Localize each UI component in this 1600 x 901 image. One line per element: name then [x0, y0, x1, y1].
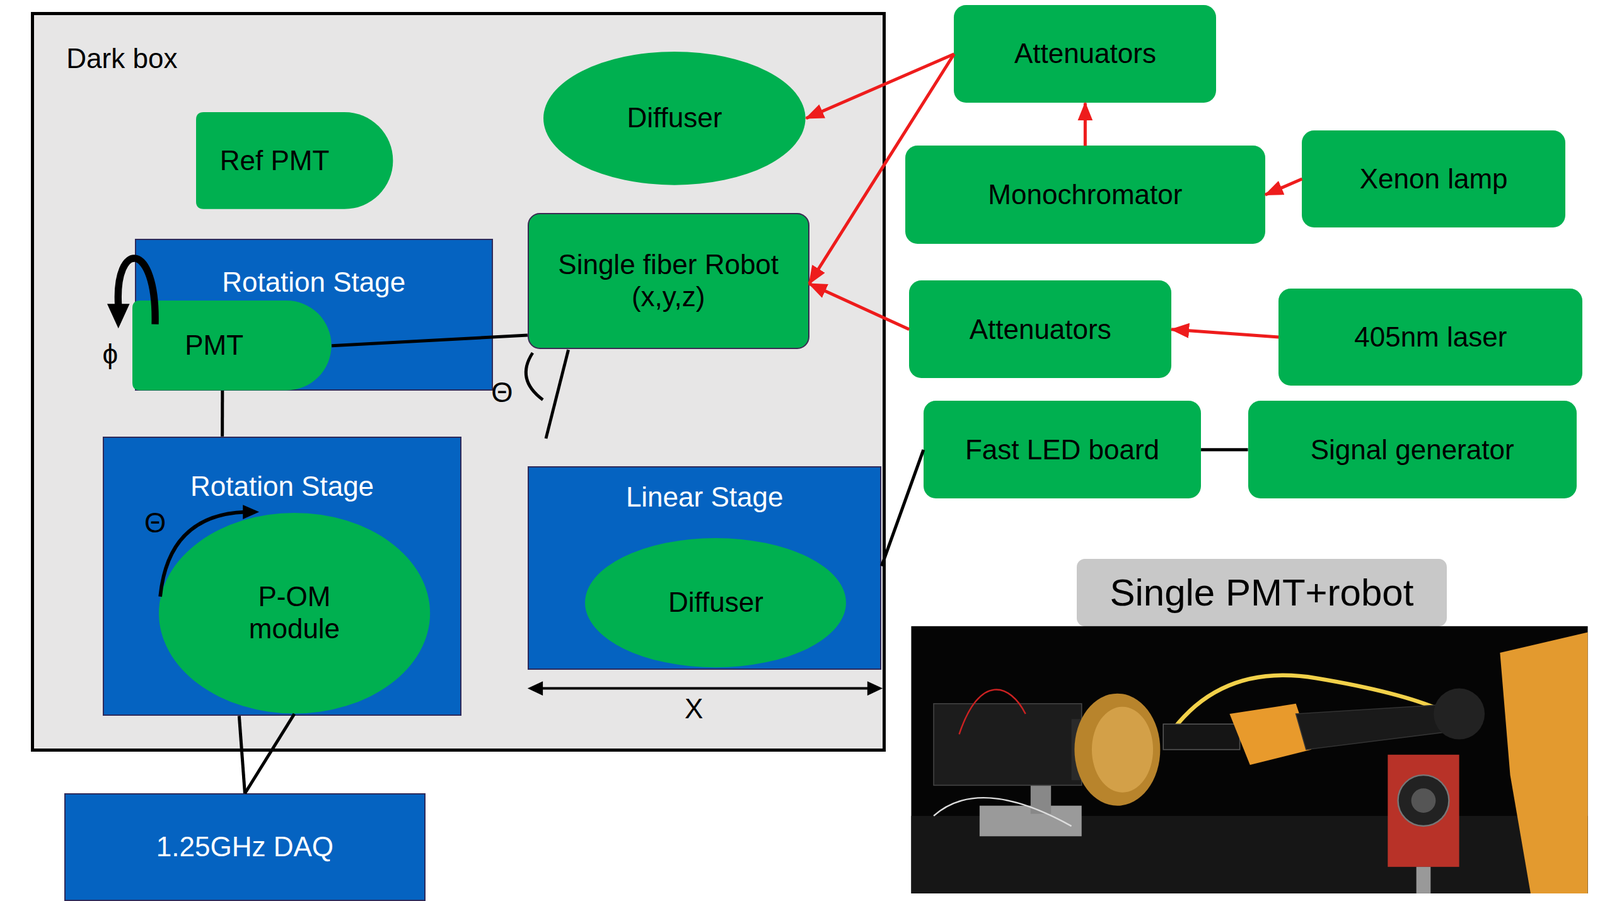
node-label: 1.25GHz DAQ	[156, 831, 334, 864]
attenuator-box: Attenuators	[909, 280, 1172, 379]
photo-mount	[979, 806, 1082, 838]
pmt: PMT	[132, 300, 332, 391]
rotation-arrow	[160, 512, 245, 598]
dark-box: Ref PMTDiffuserPMTRotation StageSingle f…	[30, 11, 886, 753]
angle-symbol: ϕ	[102, 337, 118, 371]
photo-table	[910, 816, 1588, 894]
region-title: Rotation Stage	[136, 266, 492, 299]
diffuser: Diffuser	[584, 537, 847, 669]
node-label: Signal generator	[1310, 434, 1515, 467]
photo-wire	[959, 689, 1026, 735]
node-label: Diffuser	[626, 102, 722, 135]
rotation-arrowhead	[107, 303, 130, 329]
signal-generator-box: Signal generator	[1248, 400, 1577, 499]
photo-post	[1416, 867, 1432, 894]
light-path-arrow	[806, 54, 955, 119]
signal-line	[881, 450, 923, 567]
photo-mount	[1030, 783, 1051, 815]
angle-symbol: Θ	[144, 507, 166, 540]
laser-box: 405nm laser	[1278, 288, 1583, 386]
diffuser: Diffuser	[542, 51, 807, 186]
photo-robot-joint	[1433, 689, 1485, 741]
fiber-robot: Single fiber Robot (x,y,z)	[527, 213, 810, 349]
signal-line	[331, 335, 528, 347]
lamp-box: Xenon lamp	[1301, 130, 1566, 228]
angle-symbol-holder: Θ	[144, 507, 166, 540]
node-label: Fast LED board	[965, 434, 1160, 467]
node-label: Diffuser	[668, 586, 764, 620]
photo-fiber-holder	[1163, 724, 1240, 750]
photo-wire	[933, 798, 1072, 827]
travel-arrowhead	[527, 681, 543, 696]
node-label: 405nm laser	[1354, 321, 1507, 354]
photo-led-lens	[1398, 775, 1450, 827]
photo-pmt-bulb	[1091, 707, 1154, 794]
rotation-stage: P-OM module Rotation Stage	[102, 436, 461, 717]
photo-pmt-ring	[1071, 719, 1092, 781]
light-path-arrow	[1171, 329, 1279, 338]
monochromator-box: Monochromator	[905, 145, 1266, 244]
rotation-arrowhead	[242, 504, 260, 520]
region-title: Rotation Stage	[104, 470, 460, 504]
ellipse-shape	[585, 538, 847, 668]
region-title: Dark box	[66, 42, 883, 76]
illustration-group	[107, 258, 1589, 894]
light-path-arrow	[1083, 102, 1087, 146]
axis-label-holder: X	[684, 693, 703, 726]
node-label: Xenon lamp	[1359, 163, 1508, 196]
connector-group	[222, 54, 1303, 795]
photo-background	[910, 626, 1588, 894]
ellipse-shape	[158, 513, 430, 714]
travel-arrowhead	[867, 681, 883, 696]
photo-led-board	[1387, 755, 1459, 868]
rotation-stage: PMT Rotation Stage	[134, 238, 493, 391]
linear-stage: Diffuser Linear Stage	[527, 466, 882, 671]
light-path-arrow	[809, 54, 955, 284]
pmt-shape	[132, 300, 332, 391]
signal-line	[238, 716, 245, 794]
led-board-box: Fast LED board	[923, 400, 1201, 499]
fiber-direction-line	[545, 349, 569, 439]
photo-robot-gripper	[1229, 704, 1311, 766]
node-label: Monochromator	[987, 179, 1183, 212]
photo-led-lens	[1411, 788, 1437, 814]
angle-symbol-holder: Θ	[491, 376, 513, 410]
node-label: Ref PMT	[220, 144, 330, 178]
signal-line	[1200, 448, 1248, 452]
photo-fiber	[1173, 675, 1449, 730]
rotation-arrow	[117, 258, 156, 325]
pmt-shape	[196, 112, 393, 210]
node-label: P-OM module	[228, 581, 361, 645]
travel-arrow	[540, 687, 870, 691]
axis-label: X	[684, 693, 703, 726]
node-label: PMT	[184, 329, 244, 362]
ellipse-shape	[543, 51, 806, 186]
photo-pmt-housing	[933, 704, 1082, 786]
attenuator-box: Attenuators	[953, 5, 1217, 103]
setup-photo	[910, 626, 1588, 894]
node-label: Attenuators	[1014, 37, 1157, 70]
angle-symbol-holder: ϕ	[102, 337, 118, 371]
reference-pmt: Ref PMT	[196, 112, 393, 210]
node-label: Single fiber Robot (x,y,z)	[537, 249, 800, 313]
node-label: Single PMT+robot	[1109, 571, 1414, 615]
photo-robot-arm	[1296, 704, 1470, 751]
angle-symbol: Θ	[491, 376, 513, 410]
signal-line	[244, 714, 294, 794]
region-title: Linear Stage	[528, 481, 881, 514]
photo-title-box: Single PMT+robot	[1076, 559, 1448, 627]
photo-robot-base	[1499, 632, 1588, 894]
daq-box: 1.25GHz DAQ	[64, 793, 426, 901]
light-path-arrow	[1265, 179, 1302, 195]
angle-arc	[525, 353, 543, 400]
node-label: Attenuators	[969, 313, 1112, 347]
light-path-arrow	[809, 283, 910, 330]
signal-line	[220, 390, 224, 437]
photo-pmt-bulb	[1074, 694, 1160, 807]
pom-module: P-OM module	[158, 512, 431, 715]
